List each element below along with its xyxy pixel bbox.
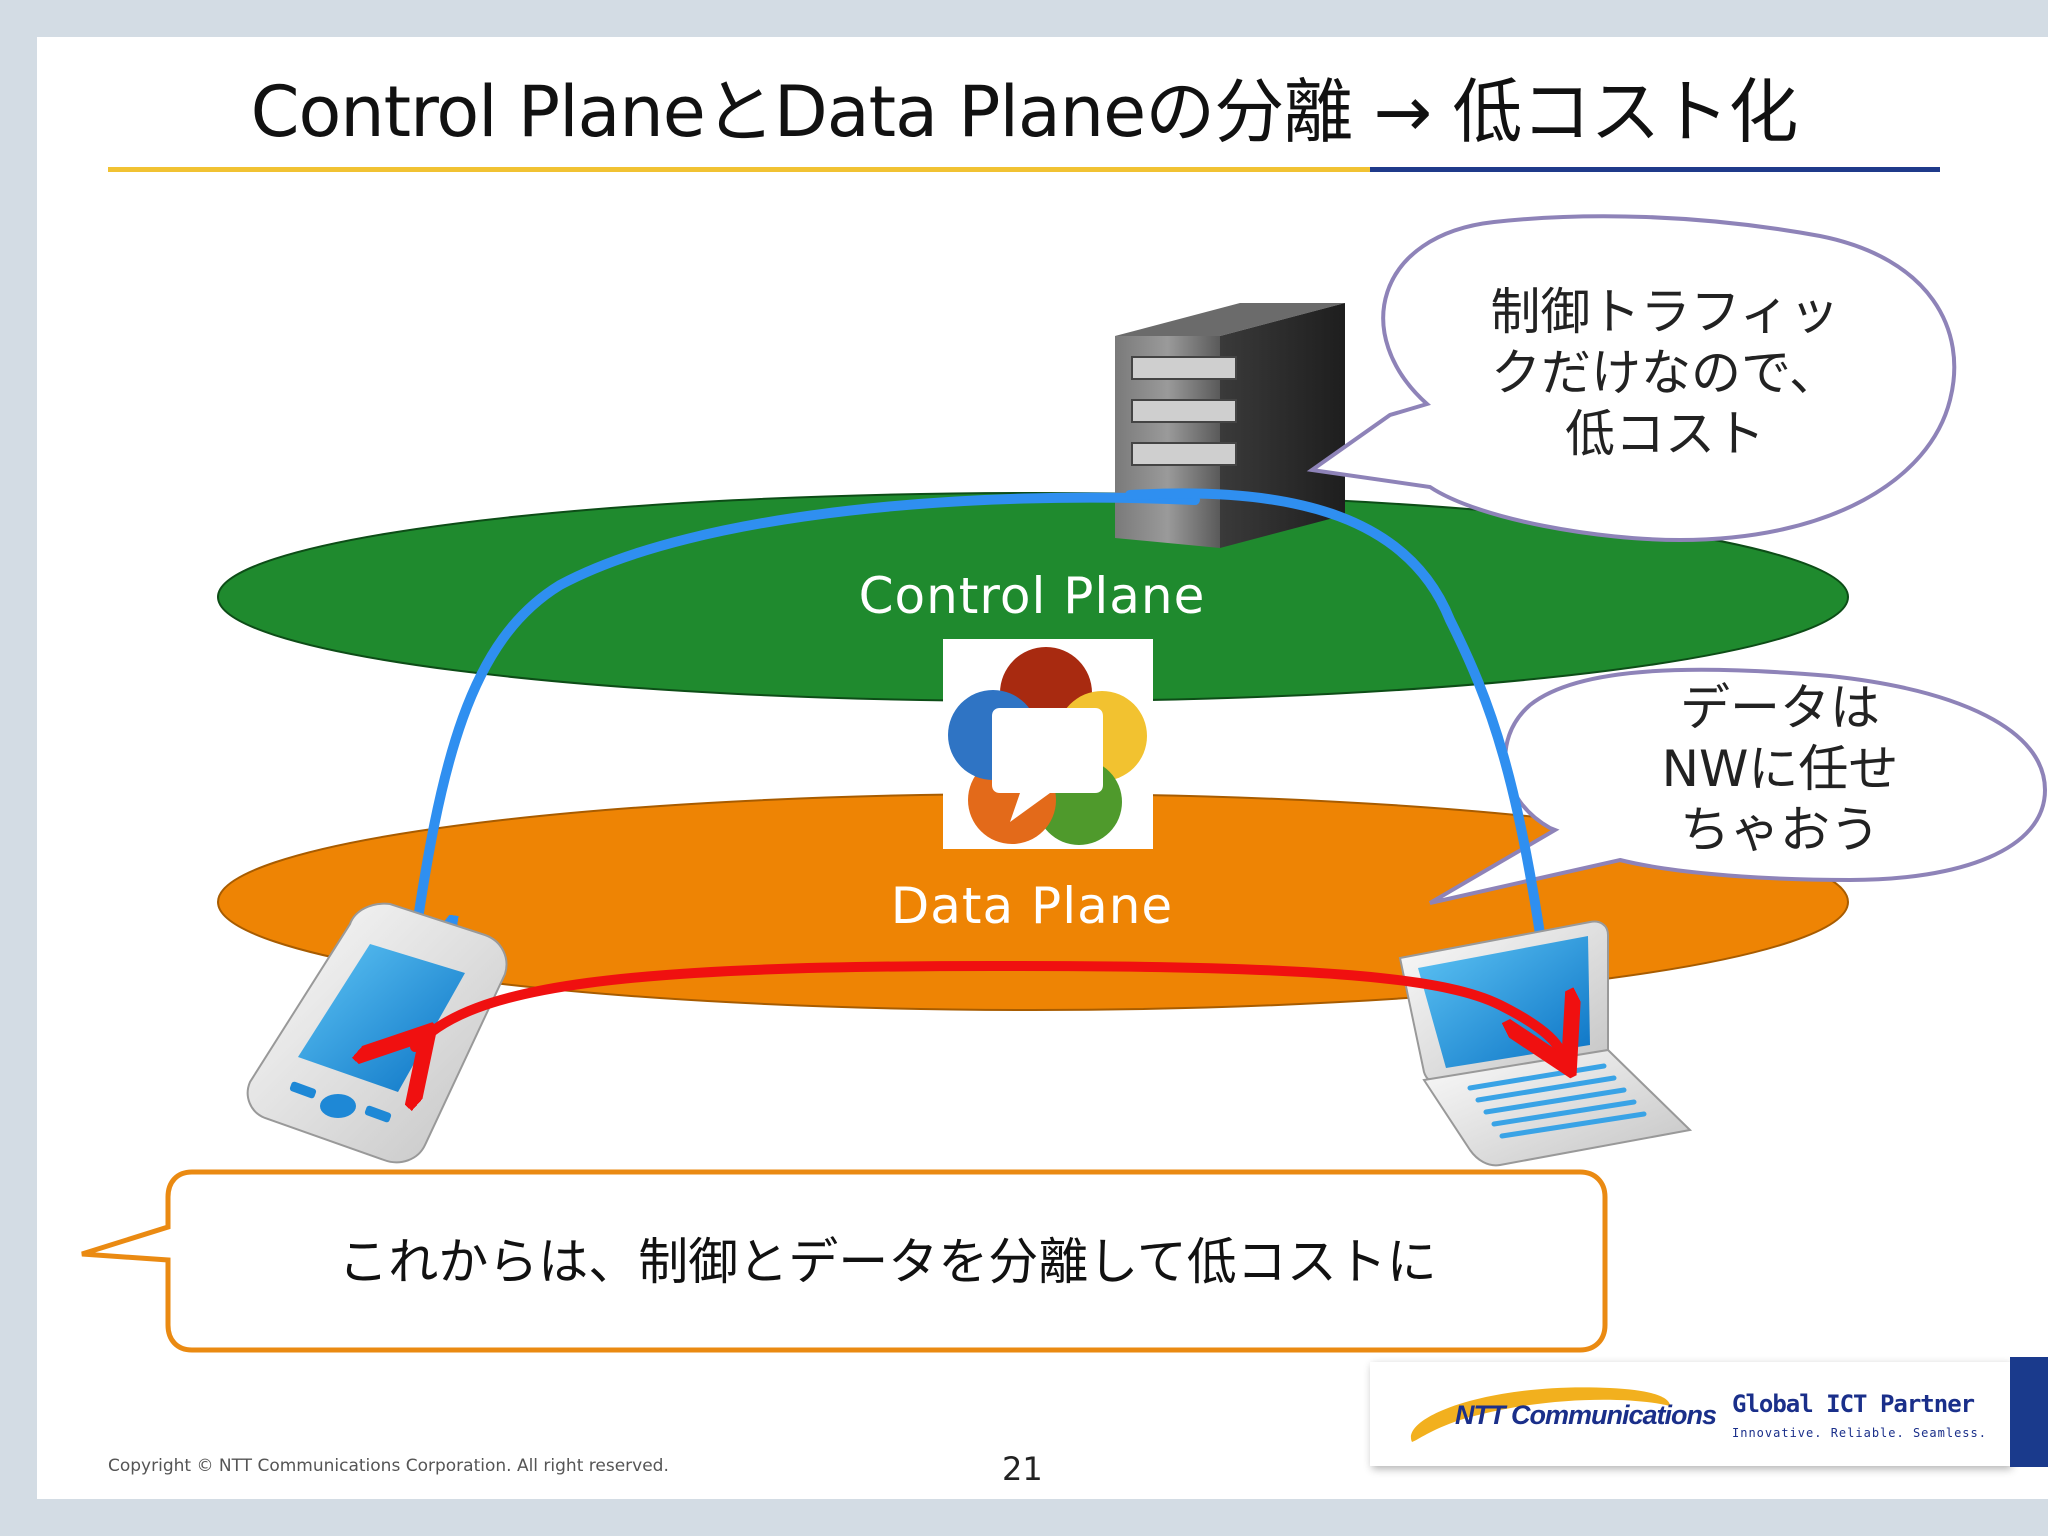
- ntt-communications-logo-text: NTT Communications: [1455, 1400, 1717, 1430]
- summary-callout-text: これからは、制御とデータを分離して低コストに: [338, 1233, 1437, 1291]
- logo-subtagline: Innovative. Reliable. Seamless.: [1732, 1426, 1987, 1440]
- control-arrow-to-laptop: [1125, 488, 1548, 990]
- title-underline-yellow: [108, 167, 1370, 172]
- company-logo-box: NTT Communications Global ICT Partner In…: [1370, 1362, 2010, 1466]
- control-traffic-bubble: [1306, 214, 1957, 543]
- data-plane-label: Data Plane: [890, 877, 1174, 935]
- control-arrow-to-smartphone: [412, 492, 1200, 960]
- navy-edge-tab: [2010, 1357, 2048, 1467]
- data-network-bubble: [1428, 667, 2048, 905]
- logo-tagline: Global ICT Partner: [1732, 1390, 1975, 1418]
- slide-title: Control PlaneとData Planeの分離 → 低コスト化: [250, 71, 1799, 153]
- summary-callout-box: [81, 1169, 1608, 1353]
- control-plane-label: Control Plane: [858, 567, 1206, 625]
- copyright-notice: Copyright © NTT Communications Corporati…: [108, 1456, 669, 1476]
- webrtc-logo-icon: [943, 639, 1153, 849]
- data-network-bubble-text: データは NWに任せ ちゃおう: [1661, 679, 1899, 859]
- page-number: 21: [1002, 1450, 1043, 1488]
- title-underline-navy: [1370, 167, 1940, 172]
- data-arrow-bidirectional: [415, 960, 1560, 1050]
- control-traffic-bubble-text: 制御トラフィッ クだけなので、 低コスト: [1490, 283, 1840, 463]
- ntt-swoosh-icon: [1410, 1387, 1670, 1442]
